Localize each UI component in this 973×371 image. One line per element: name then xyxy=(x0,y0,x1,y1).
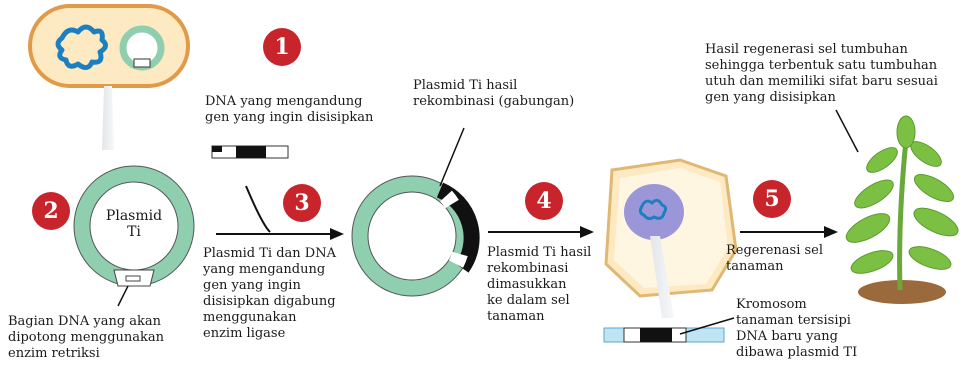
chromosome-label: Kromosom tanaman tersisipi DNA baru yang… xyxy=(736,297,858,360)
regeneration-label: Regerenasi sel tanaman xyxy=(726,243,824,274)
connector-stem xyxy=(102,86,114,150)
plant-cell xyxy=(604,158,738,298)
plant xyxy=(845,115,959,304)
step-1-badge: 1 xyxy=(263,28,301,66)
recombinant-label: Plasmid Ti hasil rekombinasi (gabungan) xyxy=(413,78,575,109)
step-3-badge: 3 xyxy=(283,184,321,222)
chromosome-pointer xyxy=(679,317,735,335)
cut-site xyxy=(113,269,155,287)
step-5-badge: 5 xyxy=(753,180,791,218)
curve-arrow xyxy=(245,185,271,233)
dna-fragment xyxy=(211,145,289,159)
bacterium xyxy=(28,4,190,88)
nucleus xyxy=(624,184,684,240)
recombinant-pointer xyxy=(439,127,465,187)
cut-part-label: Bagian DNA yang akan dipotong menggunaka… xyxy=(8,314,165,361)
result-pointer xyxy=(835,109,859,153)
combine-label: Plasmid Ti dan DNA yang mengandung gen y… xyxy=(203,246,336,341)
bacterial-chromosome xyxy=(55,24,108,70)
dna-insert-label: DNA yang mengandung gen yang ingin disis… xyxy=(205,94,374,125)
recombinant-plasmid xyxy=(351,175,480,297)
cut-site-pointer xyxy=(117,285,129,307)
plasmid-ti xyxy=(73,165,195,287)
plasmid-name-label: Plasmid Ti xyxy=(105,208,163,240)
result-label: Hasil regenerasi sel tumbuhan sehingga t… xyxy=(705,42,938,105)
step-2-badge: 2 xyxy=(32,192,70,230)
chromosome-stem xyxy=(650,236,674,318)
chromosome-insert xyxy=(603,327,725,343)
soil xyxy=(858,280,946,304)
insert-cell-label: Plasmid Ti hasil rekombinasi dimasukkan … xyxy=(487,245,592,324)
step-4-badge: 4 xyxy=(525,182,563,220)
